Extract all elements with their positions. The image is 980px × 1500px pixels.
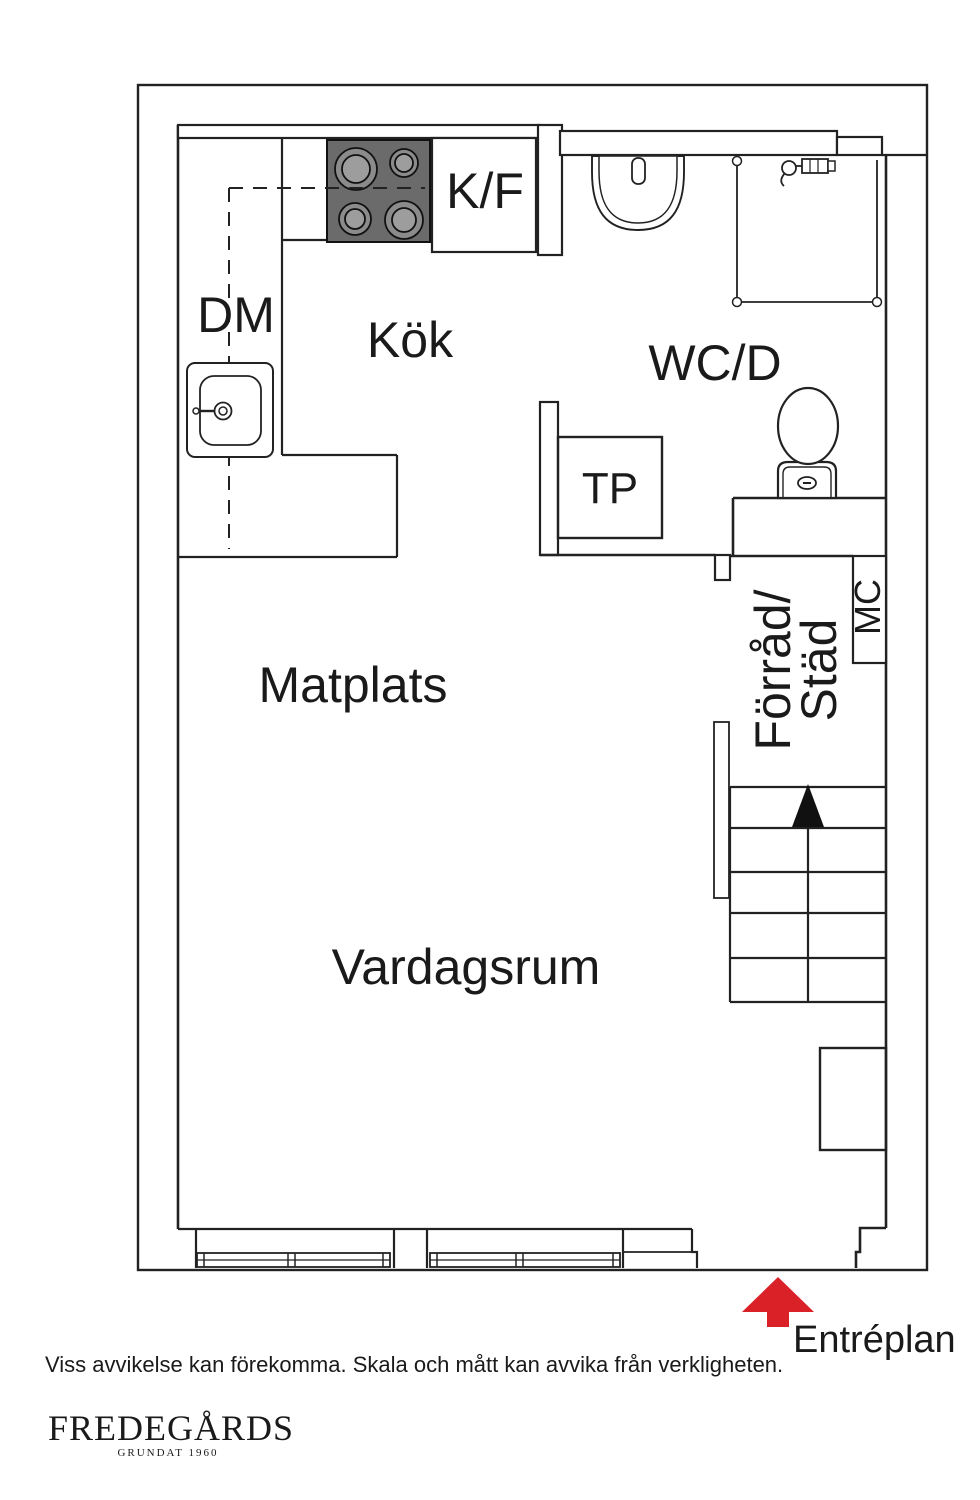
label-kf: K/F [446, 163, 524, 219]
walls [176, 123, 927, 1268]
label-mc: MC [847, 579, 888, 635]
stairs-up-arrow-icon [792, 784, 824, 827]
mc-closet [851, 554, 888, 665]
footer: Viss avvikelse kan förekomma. Skala och … [45, 1352, 783, 1459]
kitchen-sink-icon [186, 362, 274, 458]
stairs [713, 721, 886, 1004]
bathroom-sink-icon [591, 155, 685, 231]
tp-closet [556, 435, 664, 540]
label-storage-line2: Städ [791, 619, 847, 722]
entry-arrow-icon [742, 1277, 814, 1327]
label-dm: DM [197, 287, 275, 343]
kitchen-counter [178, 138, 399, 559]
brand-sub-text: GRUNDAT 1960 [117, 1447, 218, 1459]
label-tp: TP [582, 464, 638, 513]
fridge-freezer-box [430, 136, 538, 254]
room-labels: DM Kök K/F WC/D TP Matplats Vardagsrum F… [197, 163, 888, 995]
shower-icon [731, 155, 883, 308]
entry-marker: Entréplan [742, 1277, 956, 1361]
windows [178, 1227, 699, 1268]
understairs-closet [818, 1046, 888, 1152]
label-entry: Entréplan [793, 1319, 956, 1361]
label-wc: WC/D [648, 335, 781, 391]
label-dining: Matplats [259, 657, 448, 713]
label-living: Vardagsrum [332, 939, 601, 995]
label-kitchen: Kök [367, 312, 454, 368]
disclaimer-text: Viss avvikelse kan förekomma. Skala och … [45, 1352, 783, 1377]
toilet-icon [776, 386, 840, 500]
outer-boundary [136, 83, 929, 1272]
stove-icon [326, 139, 431, 243]
label-storage-line1: Förråd/ [745, 589, 801, 750]
brand-logo: FREDEGÅRDS [48, 1408, 294, 1448]
